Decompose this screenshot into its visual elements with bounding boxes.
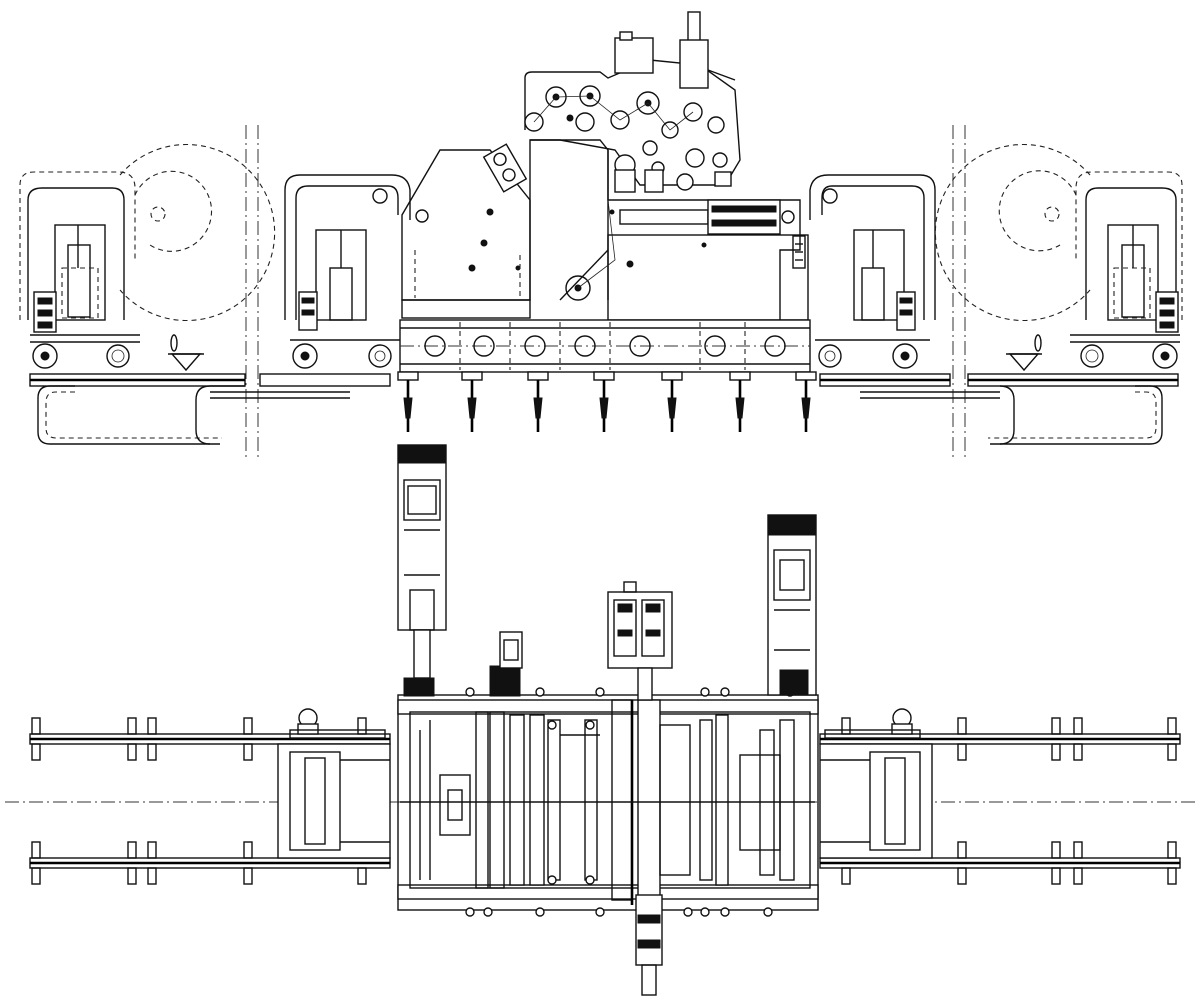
rail-brackets	[31, 717, 1177, 885]
level-marker-left	[168, 334, 204, 372]
inner-right-c-frame	[809, 174, 936, 369]
support-leg	[593, 371, 615, 432]
top-right-motor	[767, 514, 817, 696]
inner-left-c-frame	[284, 174, 411, 369]
right-outer-frame	[934, 143, 1183, 369]
left-outer-frame	[19, 143, 276, 343]
support-leg	[661, 371, 683, 432]
top-left-motor	[397, 444, 447, 697]
support-leg	[527, 371, 549, 432]
support-leg	[729, 371, 751, 432]
small-gear-motor	[489, 631, 523, 697]
left-hose-loop	[37, 385, 350, 445]
plan-view	[5, 444, 1195, 996]
side-elevation-view	[19, 11, 1183, 460]
top-center-valve-unit	[607, 581, 673, 701]
support-leg	[795, 371, 817, 432]
right-hose-loop	[860, 385, 1163, 445]
central-frame-plan	[397, 694, 819, 911]
support-legs	[397, 371, 817, 432]
guide-rails	[29, 733, 1181, 869]
base-beam	[399, 319, 811, 373]
bottom-cylinder	[635, 894, 663, 996]
right-trolley	[819, 708, 933, 859]
conveyor-track	[29, 373, 1179, 387]
main-machine-body	[401, 11, 809, 321]
left-trolley	[277, 708, 391, 859]
left-wheels	[32, 343, 130, 369]
support-leg	[397, 371, 419, 432]
support-leg	[461, 371, 483, 432]
level-marker-right	[1006, 334, 1042, 372]
break-lines	[245, 125, 966, 460]
frame-bolts	[465, 687, 795, 917]
